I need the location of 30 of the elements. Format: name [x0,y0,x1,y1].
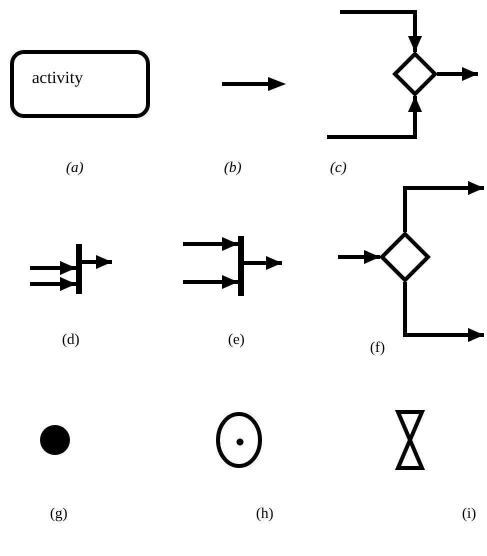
figure-label: (h) [256,506,274,523]
arrow [183,275,238,289]
synchronization-bar [238,236,244,296]
figure-label: (c) [330,160,347,177]
arrow [340,10,422,52]
figure-label: (a) [66,160,84,177]
decision-diamond [380,232,430,282]
arrow [437,67,478,81]
arrow [30,277,76,291]
figure-label: (i) [462,506,476,523]
figure-label: (f) [370,340,385,357]
figure-label: (d) [62,332,80,349]
figure-label: (g) [50,506,68,523]
arrow [403,181,484,232]
hourglass-symbol [396,410,424,470]
arrow [82,255,112,269]
synchronization-bar [76,244,82,294]
arrow [30,261,76,275]
arrow [183,237,238,251]
arrow [327,96,422,139]
arrow [338,250,380,264]
activity-box [10,50,150,118]
figure-label: (b) [224,160,242,177]
initial-node [40,425,70,455]
final-node [216,412,262,468]
figure-label: (e) [228,332,245,349]
decision-diamond [393,52,437,96]
arrow [244,256,282,270]
activity-label: activity [32,68,83,87]
arrow [403,282,484,342]
